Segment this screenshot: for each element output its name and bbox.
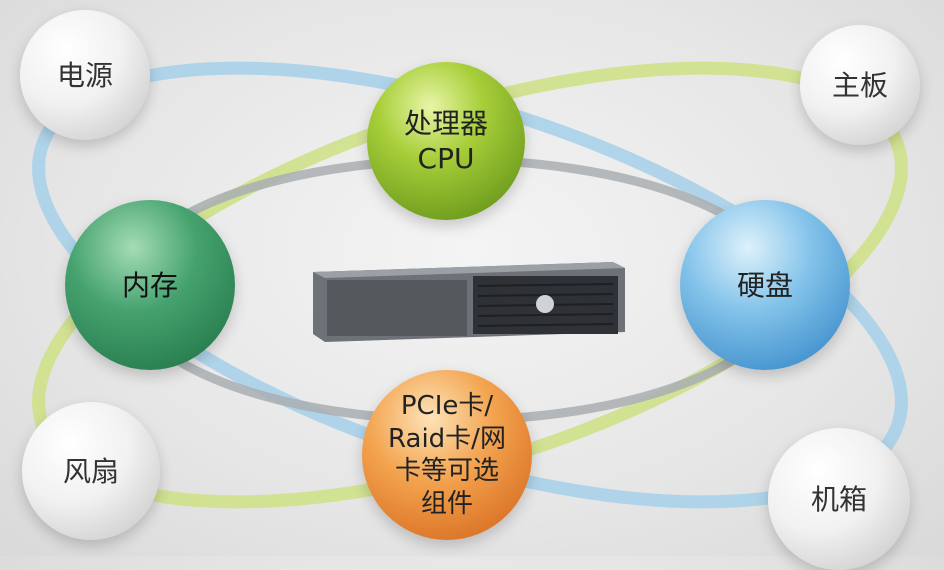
node-label: 电源 (56, 58, 113, 92)
node-label: 硬盘 (736, 268, 793, 302)
node-fan: 风扇 (22, 402, 160, 540)
node-label: 主板 (831, 68, 888, 102)
server-image (313, 262, 625, 342)
node-motherboard: 主板 (800, 25, 920, 145)
node-label: 组件 (420, 488, 473, 519)
node-chassis: 机箱 (768, 428, 910, 570)
node-disk: 硬盘 (680, 200, 850, 370)
node-label: 处理器 (403, 107, 488, 140)
node-pcie: PCIe卡/ Raid卡/网 卡等可选 组件 (362, 370, 532, 540)
node-label: Raid卡/网 (388, 423, 506, 454)
node-label: 风扇 (62, 454, 119, 488)
node-label: 机箱 (810, 482, 867, 516)
node-label: 内存 (121, 268, 178, 302)
node-label: CPU (417, 142, 475, 175)
node-label: PCIe卡/ (400, 391, 494, 421)
node-power: 电源 (20, 10, 150, 140)
node-memory: 内存 (65, 200, 235, 370)
node-label: 卡等可选 (394, 456, 499, 486)
